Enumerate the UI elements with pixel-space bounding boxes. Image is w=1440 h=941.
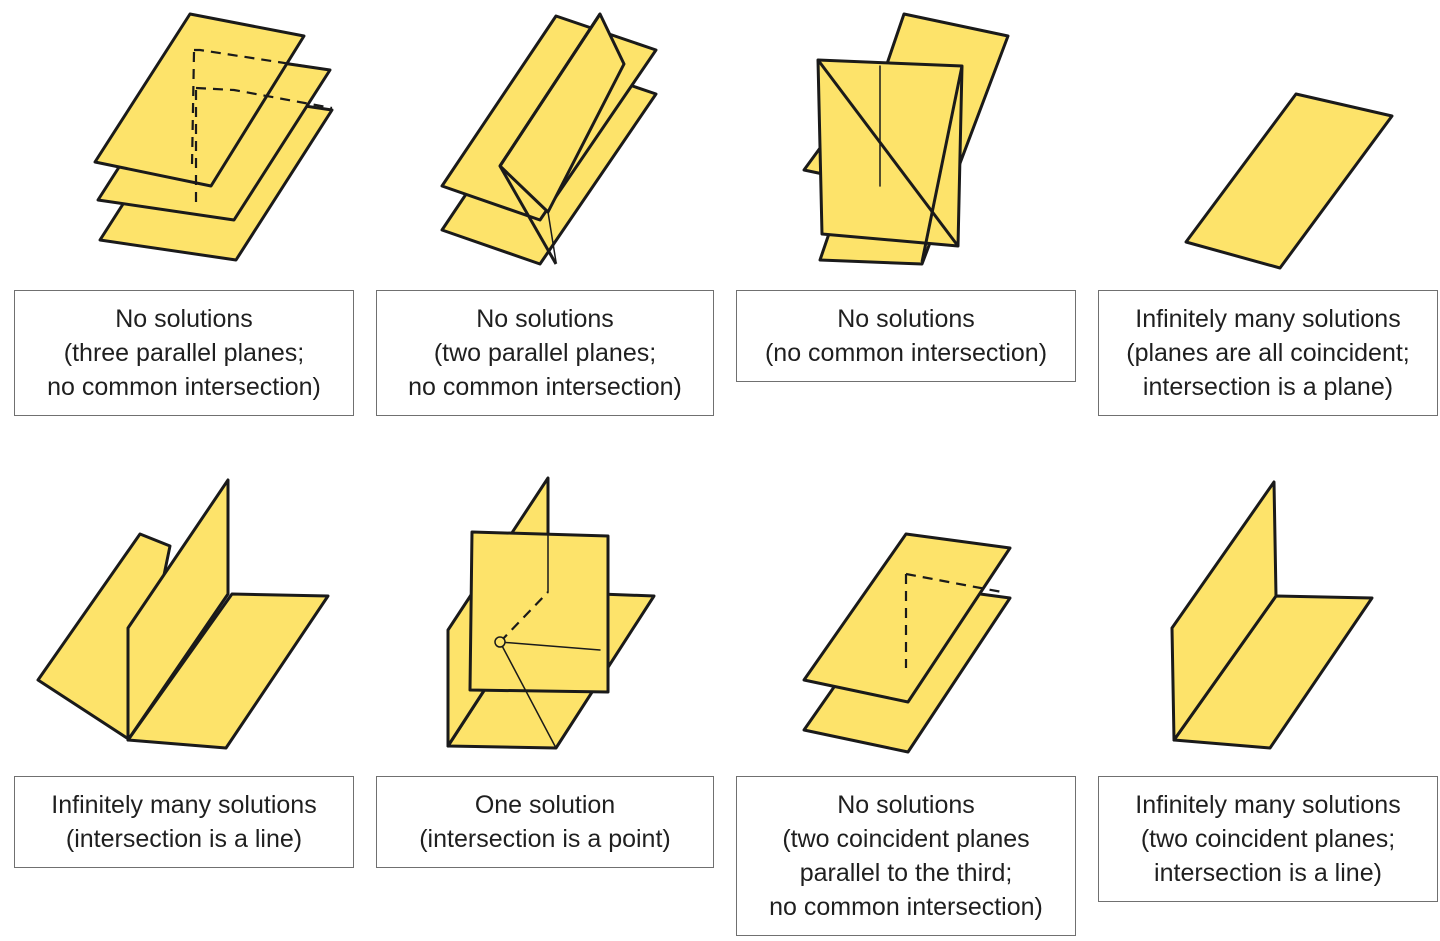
caption-no-common-intersection: No solutions (no common intersection)	[736, 290, 1076, 382]
figure-intersection-line	[36, 478, 330, 750]
figure-two-parallel-planes	[440, 12, 658, 266]
caption-line: (intersection is a line)	[65, 825, 303, 853]
caption-line: (three parallel planes;	[63, 339, 305, 367]
caption-intersection-line: Infinitely many solutions (intersection …	[14, 776, 354, 868]
caption-line: no common intersection)	[408, 373, 682, 401]
caption-two-parallel-planes: No solutions (two parallel planes; no co…	[376, 290, 714, 416]
caption-line: One solution	[474, 791, 616, 819]
caption-line: parallel to the third;	[799, 859, 1013, 887]
caption-line: Infinitely many solutions	[1135, 305, 1401, 333]
caption-line: no common intersection)	[769, 893, 1043, 921]
figure-two-coincident-parallel-third	[802, 532, 1012, 754]
caption-line: No solutions	[837, 791, 975, 819]
caption-line: intersection is a plane)	[1142, 373, 1394, 401]
figure-no-common-intersection	[802, 12, 1010, 266]
figure-three-parallel-planes	[93, 12, 334, 262]
caption-line: No solutions	[837, 305, 975, 333]
caption-coincident-planes: Infinitely many solutions (planes are al…	[1098, 290, 1438, 416]
figure-intersection-point	[446, 476, 656, 750]
caption-line: (intersection is a point)	[419, 825, 671, 853]
caption-line: (two coincident planes	[782, 825, 1030, 853]
caption-line: (no common intersection)	[764, 339, 1048, 367]
caption-line: intersection is a line)	[1154, 859, 1382, 887]
caption-three-parallel-planes: No solutions (three parallel planes; no …	[14, 290, 354, 416]
caption-line: No solutions	[476, 305, 614, 333]
caption-line: no common intersection)	[47, 373, 321, 401]
caption-line: (two coincident planes;	[1140, 825, 1396, 853]
figure-two-coincident-line	[1170, 480, 1374, 750]
caption-intersection-point: One solution (intersection is a point)	[376, 776, 714, 868]
figure-coincident-planes	[1184, 92, 1394, 270]
caption-two-coincident-parallel-third: No solutions (two coincident planes para…	[736, 776, 1076, 936]
caption-line: Infinitely many solutions	[1135, 791, 1401, 819]
caption-line: (planes are all coincident;	[1126, 339, 1410, 367]
caption-line: (two parallel planes;	[433, 339, 657, 367]
caption-line: No solutions	[115, 305, 253, 333]
caption-two-coincident-line: Infinitely many solutions (two coinciden…	[1098, 776, 1438, 902]
caption-line: Infinitely many solutions	[51, 791, 317, 819]
